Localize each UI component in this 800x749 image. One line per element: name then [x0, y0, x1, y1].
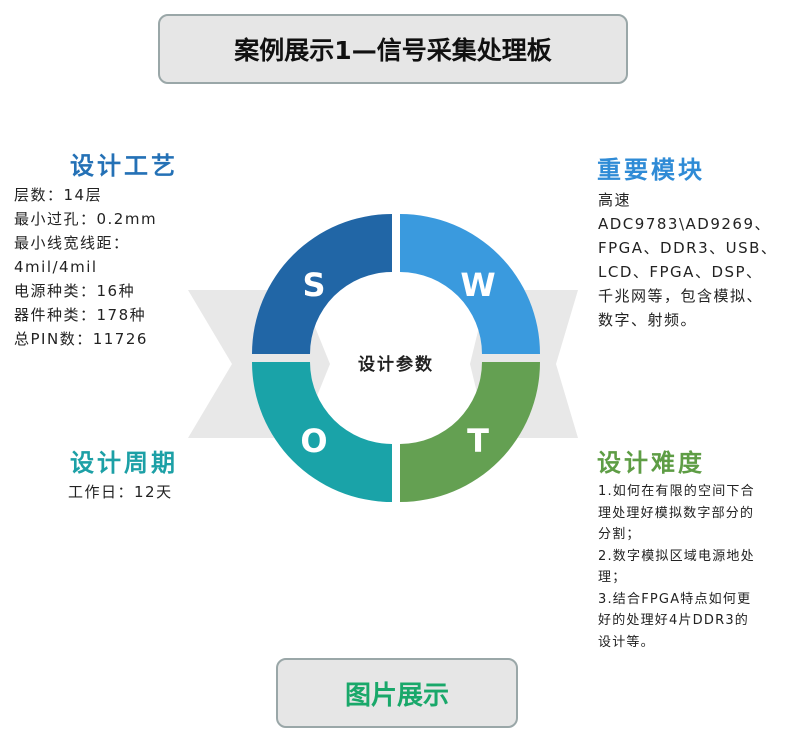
swot-segment-t: [400, 362, 540, 502]
list-item: FPGA、DDR3、USB、: [598, 239, 778, 257]
list-item: 理；: [598, 570, 627, 585]
list-item: 3.结合FPGA特点如何更: [598, 591, 752, 607]
page-title: 案例展示1—信号采集处理板: [158, 14, 628, 84]
swot-segment-o: [252, 362, 392, 502]
list-item: 2.数字模拟区域电源地处: [598, 548, 755, 564]
swot-letter-t: T: [467, 422, 489, 460]
list-item: 器件种类：178种: [14, 306, 147, 324]
list-item: LCD、FPGA、DSP、: [598, 263, 763, 281]
center-label: 设计参数: [358, 354, 434, 375]
design-cycle-heading: 设计周期: [70, 449, 178, 477]
list-item: 总PIN数：11726: [14, 330, 148, 348]
list-item: 4mil/4mil: [14, 258, 98, 276]
key-modules-list: 高速 ADC9783\AD9269、 FPGA、DDR3、USB、 LCD、FP…: [598, 188, 777, 332]
image-showcase-button[interactable]: 图片展示: [276, 658, 518, 728]
list-item: 1.如何在有限的空间下合: [598, 484, 755, 499]
design-process-heading: 设计工艺: [70, 152, 178, 180]
list-item: 理处理好模拟数字部分的: [598, 505, 755, 521]
list-item: ADC9783\AD9269、: [598, 215, 771, 233]
list-item: 好的处理好4片DDR3的: [598, 613, 749, 628]
list-item: 最小线宽线距：: [14, 234, 130, 252]
design-difficulty-heading: 设计难度: [597, 449, 705, 477]
swot-letter-w: W: [460, 266, 495, 304]
swot-letter-o: O: [300, 422, 327, 460]
design-process-list: 层数：14层 最小过孔：0.2mm 最小线宽线距： 4mil/4mil 电源种类…: [14, 183, 157, 351]
key-modules-heading: 重要模块: [597, 156, 705, 184]
list-item: 设计等。: [598, 634, 655, 650]
list-item: 千兆网等，包含模拟、: [598, 287, 764, 305]
list-item: 工作日：12天: [68, 483, 173, 501]
list-item: 分割；: [598, 527, 641, 542]
design-difficulty-list: 1.如何在有限的空间下合 理处理好模拟数字部分的 分割； 2.数字模拟区域电源地…: [598, 481, 755, 653]
list-item: 最小过孔：0.2mm: [14, 210, 158, 228]
swot-letter-s: S: [302, 266, 325, 304]
list-item: 层数：14层: [14, 186, 103, 204]
list-item: 高速: [598, 191, 632, 209]
swot-segment-s: [252, 214, 392, 354]
list-item: 数字、射频。: [598, 311, 698, 329]
list-item: 电源种类：16种: [14, 282, 136, 300]
swot-segment-w: [400, 214, 540, 354]
design-cycle-list: 工作日：12天: [68, 480, 173, 504]
